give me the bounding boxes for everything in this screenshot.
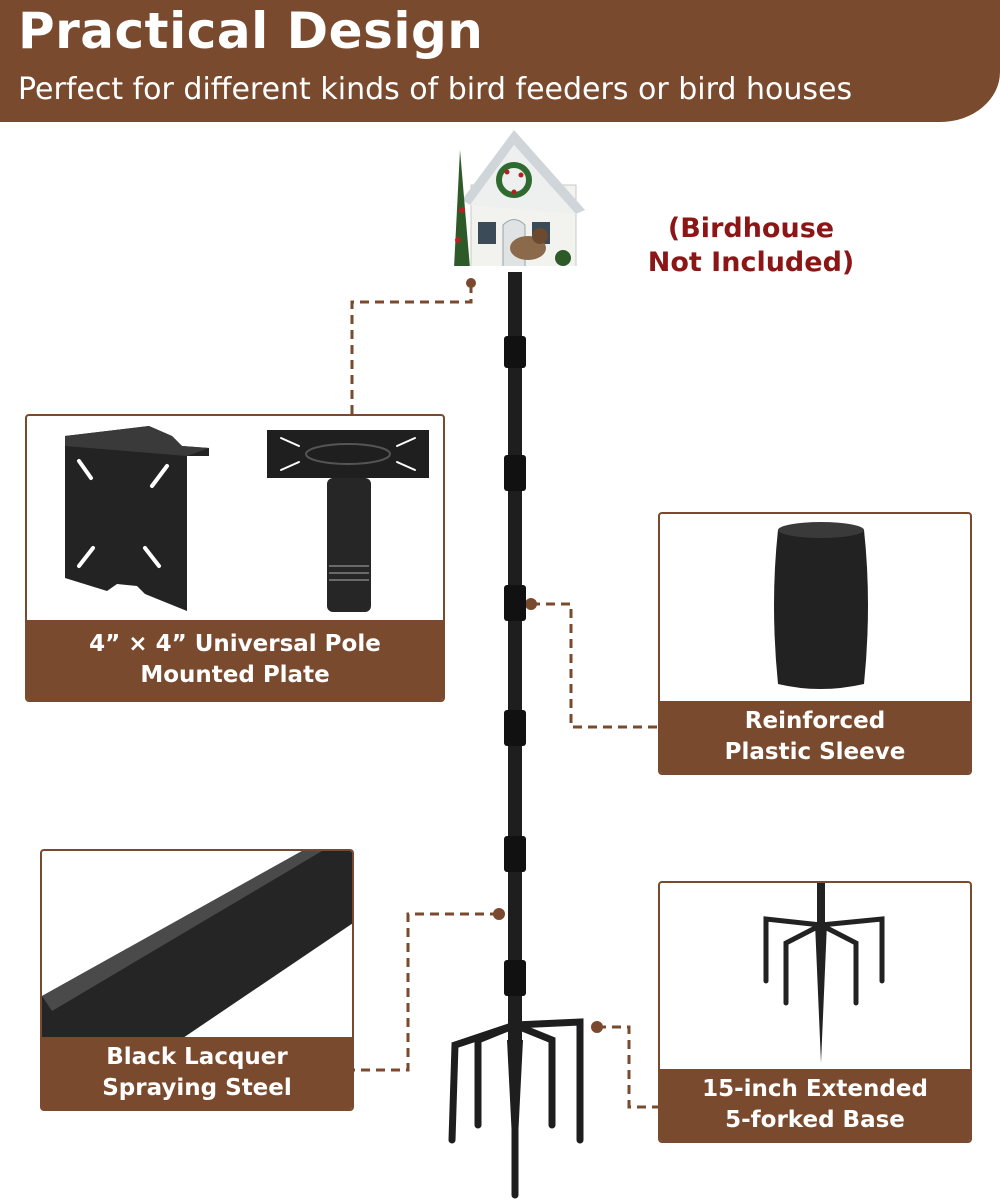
connector-sleeve <box>531 602 660 729</box>
base-caption: 15-inch Extended 5-forked Base <box>660 1069 970 1141</box>
connector-lines <box>350 284 660 1109</box>
pole-joints <box>504 336 526 996</box>
connector-dot-plate <box>466 278 476 288</box>
sleeve-caption: Reinforced Plastic Sleeve <box>660 701 970 773</box>
plate-caption: 4” × 4” Universal Pole Mounted Plate <box>27 620 443 700</box>
feature-card-sleeve: Reinforced Plastic Sleeve <box>658 512 972 775</box>
base-image <box>763 883 885 1063</box>
connector-base <box>597 1025 660 1109</box>
page-subtitle: Perfect for different kinds of bird feed… <box>18 72 853 107</box>
feature-card-steel: Black Lacquer Spraying Steel <box>40 849 354 1111</box>
plate-image <box>65 426 429 612</box>
connector-dot-steel <box>493 908 505 920</box>
pole-shaft <box>508 272 522 1042</box>
page-title: Practical Design <box>18 2 484 60</box>
sleeve-image <box>774 522 868 689</box>
feature-card-base: 15-inch Extended 5-forked Base <box>658 881 972 1143</box>
connector-dot-sleeve <box>525 598 537 610</box>
connector-steel <box>352 912 499 1072</box>
header-banner: Practical Design Perfect for different k… <box>0 0 1000 122</box>
birdhouse-not-included-note: (Birdhouse Not Included) <box>647 213 855 278</box>
connector-dot-base <box>591 1021 603 1033</box>
connector-plate <box>350 284 473 414</box>
steel-caption: Black Lacquer Spraying Steel <box>42 1037 352 1109</box>
birdhouse-image <box>447 130 585 274</box>
feature-card-plate: 4” × 4” Universal Pole Mounted Plate <box>25 414 445 702</box>
